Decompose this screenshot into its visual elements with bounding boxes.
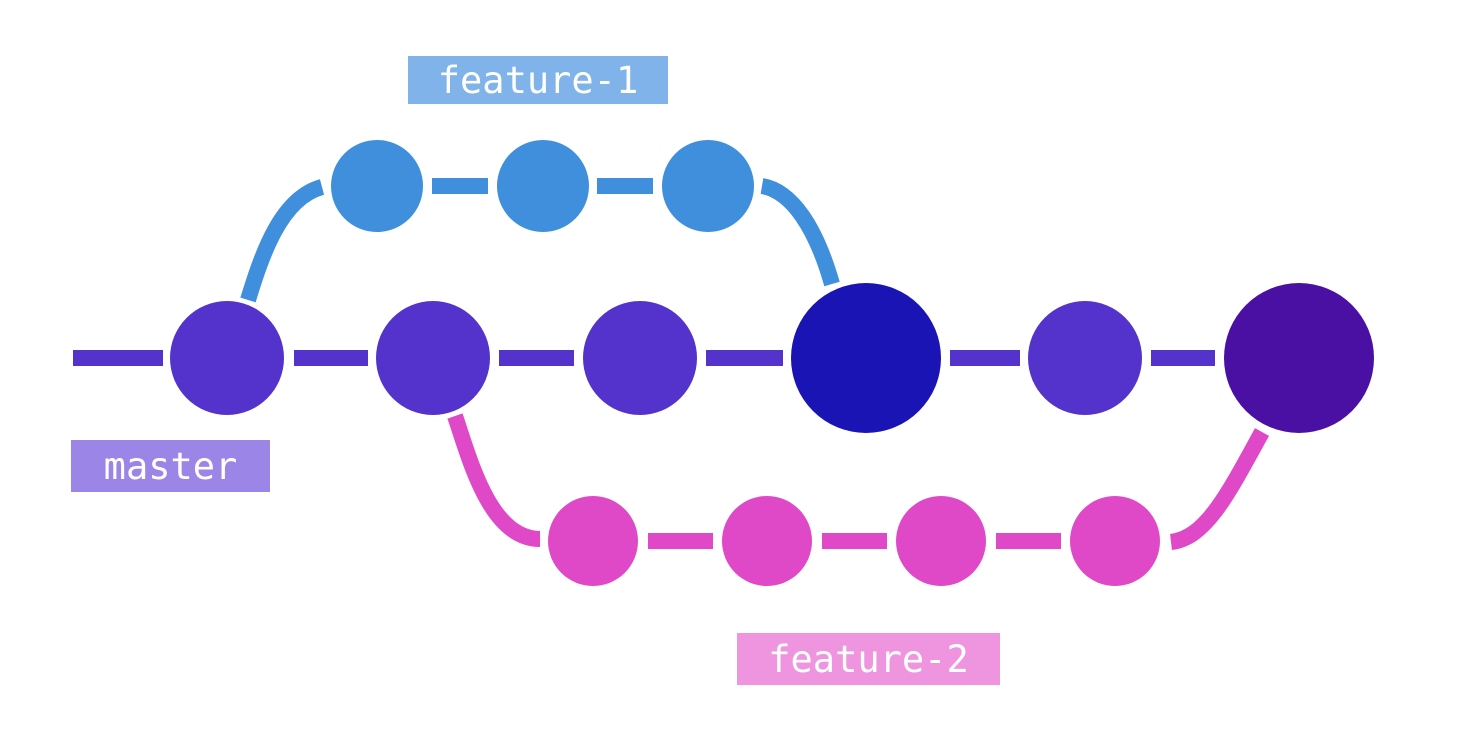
branch-curve [240, 179, 325, 303]
branch-label-master: master [71, 440, 270, 492]
commit-node [1028, 301, 1142, 415]
branch-curve [447, 413, 541, 547]
commit-node [1224, 283, 1374, 433]
commit-node [376, 301, 490, 415]
branch-feature-2 [447, 413, 1270, 586]
commit-node [662, 140, 754, 232]
branch-curve [1169, 428, 1270, 550]
branch-curve [760, 178, 840, 287]
branch-label-feature-1: feature-1 [408, 56, 668, 104]
commit-node [1070, 496, 1160, 586]
branch-master [73, 283, 1374, 433]
branch-label-feature-2: feature-2 [737, 633, 1000, 685]
commit-node [896, 496, 986, 586]
commit-node [497, 140, 589, 232]
commit-node [722, 496, 812, 586]
commit-node [791, 283, 941, 433]
commit-node [583, 301, 697, 415]
commit-node [548, 496, 638, 586]
branch-feature-1 [240, 140, 840, 303]
commit-node [331, 140, 423, 232]
commit-node [170, 301, 284, 415]
